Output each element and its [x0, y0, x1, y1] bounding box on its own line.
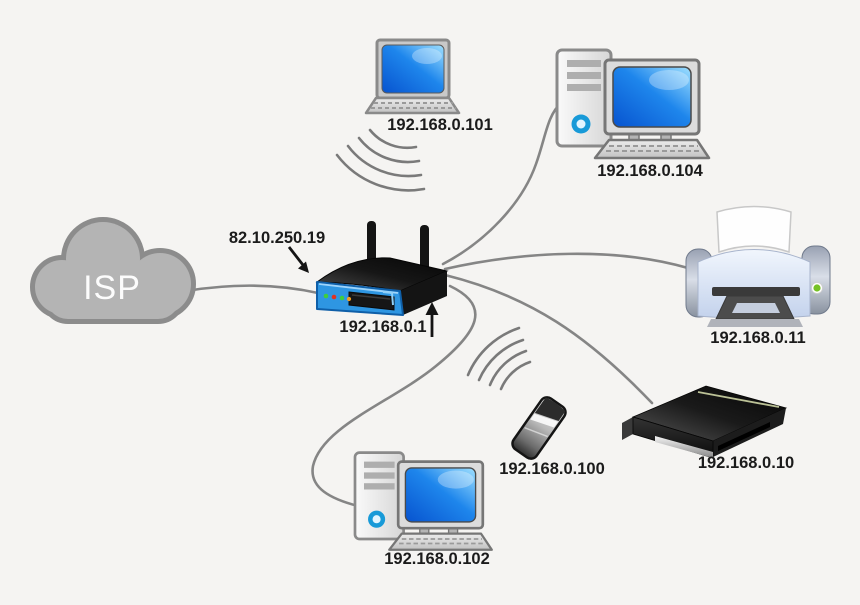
router-lan-ip-label: 192.168.0.1 — [339, 318, 426, 336]
screen-gloss — [412, 48, 442, 64]
wifi-arc — [335, 153, 426, 192]
router-display-gloss — [351, 294, 391, 300]
laptop — [364, 38, 461, 115]
laptop-keys — [371, 102, 456, 109]
phone-gloss — [530, 413, 559, 428]
nas-top-stripe — [697, 391, 780, 408]
printer-tray-inner — [732, 303, 780, 313]
wifi-arc — [368, 128, 418, 150]
router-corner-detail — [382, 291, 394, 306]
cable-router-desktop-top — [441, 101, 563, 266]
phone-top-panel — [534, 397, 566, 421]
laptop-ip-label: 192.168.0.101 — [387, 116, 493, 134]
wifi-waves-phone — [466, 326, 532, 391]
wifi-arc — [346, 144, 423, 178]
isp-label: ISP — [83, 269, 141, 307]
printer-base — [707, 319, 803, 327]
smartphone — [511, 396, 567, 460]
cables — [184, 101, 690, 508]
phone-ip-label: 192.168.0.100 — [499, 460, 605, 478]
cloud-body — [35, 222, 191, 319]
router-wan-ip-label: 82.10.250.19 — [229, 229, 325, 247]
wifi-arc — [499, 360, 532, 391]
arrow-shaft — [287, 246, 305, 266]
wifi-waves-laptop — [335, 128, 426, 192]
nas-ip-label: 192.168.0.10 — [698, 454, 794, 472]
wan-ip-arrow — [287, 246, 309, 273]
cable-router-printer — [443, 252, 690, 271]
cable-isp-router — [184, 284, 320, 295]
printer-output-slot — [712, 287, 800, 296]
laptop-screen — [381, 44, 445, 94]
wifi-arc — [466, 326, 521, 377]
arrow-head — [298, 261, 309, 273]
cable-router-nas — [443, 273, 654, 405]
router-side — [400, 271, 447, 315]
router — [315, 221, 449, 316]
desktop-top — [555, 48, 711, 160]
wifi-arc — [477, 338, 525, 382]
wifi-arc — [357, 136, 421, 164]
phone-sheen — [524, 426, 548, 438]
cable-router-desktop-bottom — [311, 284, 477, 508]
nas-device — [622, 385, 788, 459]
printer — [685, 205, 831, 327]
desktop-bottom — [353, 451, 494, 552]
isp-cloud: ISP — [30, 217, 196, 324]
laptop-base — [364, 96, 461, 115]
phone-body — [511, 396, 567, 460]
router-led-green — [323, 293, 329, 299]
desktop-top-ip-label: 192.168.0.104 — [597, 162, 703, 180]
arrow-head — [425, 302, 439, 315]
nas-front-silver-band — [655, 436, 713, 458]
router-led-orange — [346, 296, 352, 302]
nas-left-cap — [622, 417, 633, 440]
router-antenna-right — [420, 225, 429, 277]
desktop-bottom-ip-label: 192.168.0.102 — [384, 550, 490, 568]
wifi-arc — [488, 349, 528, 387]
router-led-green — [339, 295, 345, 301]
router-led-red — [331, 294, 337, 300]
nas-side-slot — [718, 422, 770, 451]
printer-power-led — [813, 284, 821, 292]
lan-ip-arrow — [425, 302, 439, 337]
printer-paper — [716, 205, 792, 254]
printer-ip-label: 192.168.0.11 — [710, 329, 805, 347]
